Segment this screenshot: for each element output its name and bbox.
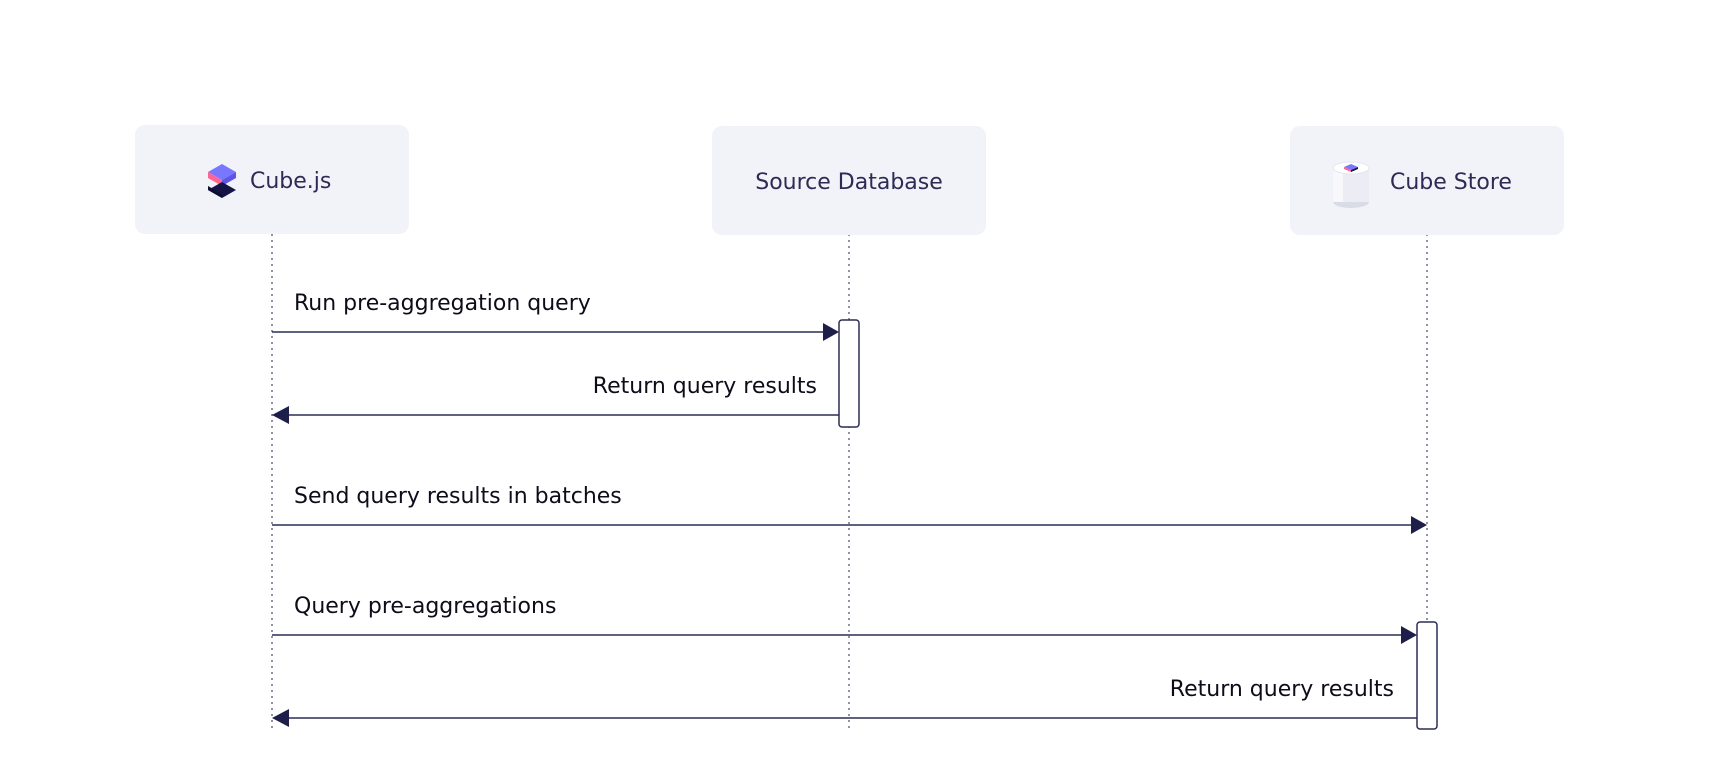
arrow-right-icon: [1401, 626, 1417, 644]
actor-box-source-database: [712, 126, 986, 235]
actor-label-cube-store: Cube Store: [1390, 170, 1512, 195]
actor-box-cube-store: [1290, 126, 1564, 235]
message-query-pre-aggregations: Query pre-aggregations: [272, 594, 1417, 644]
actor-label-cubejs: Cube.js: [250, 169, 331, 194]
actor-cube-store: Cube Store: [1290, 126, 1564, 235]
actor-cubejs: Cube.js: [135, 125, 409, 234]
message-send-query-results-in-batches: Send query results in batches: [272, 484, 1427, 534]
cube-logo-icon: [208, 164, 236, 198]
actor-box-cubejs: [135, 125, 409, 234]
message-label: Return query results: [1170, 677, 1394, 702]
arrow-right-icon: [1411, 516, 1427, 534]
message-run-pre-aggregation-query: Run pre-aggregation query: [272, 291, 839, 341]
arrow-left-icon: [272, 709, 289, 727]
message-label: Send query results in batches: [294, 484, 622, 509]
message-return-query-results-source: Return query results: [272, 374, 839, 424]
cube-store-cylinder-icon: [1332, 161, 1370, 208]
message-return-query-results-store: Return query results: [272, 677, 1417, 727]
arrow-left-icon: [272, 406, 289, 424]
actor-label-source-database: Source Database: [755, 170, 943, 195]
activation-cube-store: [1416, 621, 1438, 730]
actor-source-database: Source Database: [712, 126, 986, 235]
arrow-right-icon: [823, 323, 839, 341]
message-label: Query pre-aggregations: [294, 594, 556, 619]
activation-source-database: [838, 319, 860, 428]
message-label: Run pre-aggregation query: [294, 291, 591, 316]
message-label: Return query results: [593, 374, 817, 399]
